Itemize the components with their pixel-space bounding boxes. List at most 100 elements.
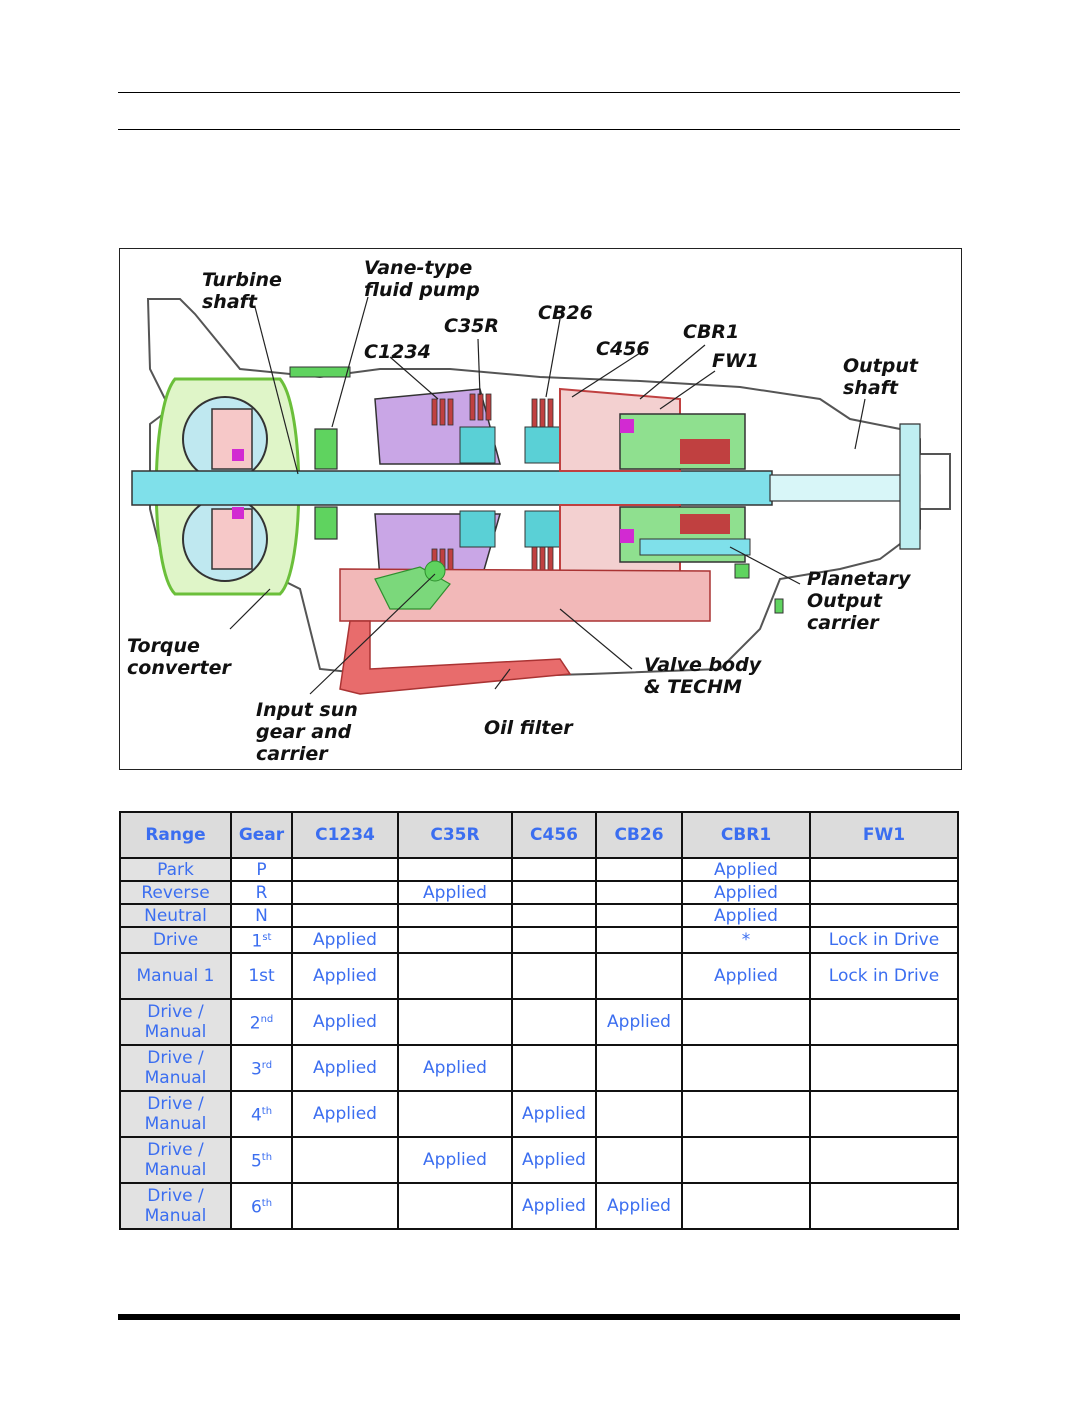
gear-value: 2: [249, 1013, 261, 1034]
label-cb26: CB26: [538, 302, 593, 324]
c1234-cell: [291, 880, 399, 905]
fw1-cell: [809, 903, 959, 928]
header-cb26: CB26: [595, 811, 683, 859]
fw1-cell: [809, 997, 959, 1046]
gear-cell: 3rd: [230, 1043, 293, 1092]
c35r-cell: [397, 951, 513, 1000]
gear-value: 4: [250, 1105, 262, 1126]
cbr1-cell: [681, 1181, 811, 1230]
c1234-cell: [291, 857, 399, 882]
transmission-cross-section-drawing: [131, 296, 951, 695]
gear-ordinal-suffix: th: [261, 1197, 273, 1209]
label-c35r: C35R: [444, 315, 500, 337]
header-rule-bottom: [118, 129, 960, 130]
header-c35r: C35R: [397, 811, 513, 859]
fw1-cell: [809, 1135, 959, 1184]
c1234-cell: Applied: [291, 997, 399, 1046]
c35r-cell: Applied: [397, 1043, 513, 1092]
gear-value: 1st: [248, 965, 275, 986]
label-valve-body-techm: Valve body & TECHM: [644, 654, 762, 698]
c35r-cell: [397, 1181, 513, 1230]
gear-ordinal-suffix: th: [261, 1151, 273, 1163]
c1234-cell: [291, 1181, 399, 1230]
header-c456: C456: [511, 811, 597, 859]
c1234-cell: Applied: [291, 1089, 399, 1138]
cbr1-cell: Applied: [681, 880, 811, 905]
range-cell: Drive / Manual: [119, 1089, 232, 1138]
label-cbr1: CBR1: [683, 321, 740, 343]
label-c1234: C1234: [364, 341, 431, 363]
c1234-cell: Applied: [291, 1043, 399, 1092]
gear-value: 5: [250, 1151, 262, 1172]
table-row: Reverse R Applied Applied: [119, 880, 959, 905]
table-header-row: Range Gear C1234 C35R C456 CB26 CBR1 FW1: [119, 811, 959, 859]
range-cell: Drive / Manual: [119, 1181, 232, 1230]
c456-cell: Applied: [511, 1089, 597, 1138]
c1234-cell: [291, 903, 399, 928]
fw1-cell: Lock in Drive: [809, 951, 959, 1000]
c456-cell: [511, 1043, 597, 1092]
label-oil-filter: Oil filter: [484, 717, 573, 739]
gear-cell: 5th: [230, 1135, 293, 1184]
c1234-cell: Applied: [291, 951, 399, 1000]
gear-cell: 1st: [230, 951, 293, 1000]
c35r-cell: [397, 1089, 513, 1138]
gear-ordinal-suffix: nd: [260, 1013, 274, 1025]
c456-cell: [511, 880, 597, 905]
c1234-cell: Applied: [291, 926, 399, 954]
gear-ordinal-suffix: th: [261, 1105, 273, 1117]
header-c1234: C1234: [291, 811, 399, 859]
header-cbr1: CBR1: [681, 811, 811, 859]
gear-cell: 4th: [230, 1089, 293, 1138]
range-cell: Drive / Manual: [119, 1043, 232, 1092]
range-cell: Drive: [119, 926, 232, 954]
cbr1-cell: [681, 1043, 811, 1092]
range-cell: Neutral: [119, 903, 232, 928]
cb26-cell: [595, 857, 683, 882]
fw1-cell: [809, 1089, 959, 1138]
range-cell: Drive / Manual: [119, 997, 232, 1046]
gear-cell: N: [230, 903, 293, 928]
range-cell: Reverse: [119, 880, 232, 905]
c456-cell: Applied: [511, 1181, 597, 1230]
gear-cell: 1st: [230, 926, 293, 954]
cb26-cell: [595, 1089, 683, 1138]
gear-value: 1: [251, 931, 263, 952]
gear-value: N: [255, 905, 268, 926]
gear-value: P: [256, 859, 267, 880]
c456-cell: [511, 857, 597, 882]
cbr1-cell: Applied: [681, 903, 811, 928]
label-torque-converter: Torque converter: [127, 635, 231, 679]
c35r-cell: [397, 926, 513, 954]
cbr1-cell: Applied: [681, 951, 811, 1000]
c35r-cell: Applied: [397, 880, 513, 905]
fw1-cell: [809, 880, 959, 905]
label-input-sun-gear-carrier: Input sun gear and carrier: [256, 699, 358, 765]
c35r-cell: [397, 903, 513, 928]
cbr1-cell: [681, 1135, 811, 1184]
fw1-cell: Lock in Drive: [809, 926, 959, 954]
label-vane-type-fluid-pump: Vane-type fluid pump: [364, 257, 480, 301]
range-cell: Manual 1: [119, 951, 232, 1000]
gear-cell: 2nd: [230, 997, 293, 1046]
footer-rule: [118, 1314, 960, 1320]
c35r-cell: Applied: [397, 1135, 513, 1184]
cb26-cell: [595, 926, 683, 954]
c456-cell: [511, 903, 597, 928]
cbr1-cell: [681, 997, 811, 1046]
gear-ordinal-suffix: st: [262, 932, 272, 943]
fw1-cell: [809, 857, 959, 882]
fw1-cell: [809, 1043, 959, 1092]
gear-cell: R: [230, 880, 293, 905]
gear-value: R: [255, 882, 268, 903]
c35r-cell: [397, 857, 513, 882]
transmission-cutaway-figure: Turbine shaft Vane-type fluid pump C35R …: [119, 248, 962, 770]
label-c456: C456: [596, 338, 650, 360]
